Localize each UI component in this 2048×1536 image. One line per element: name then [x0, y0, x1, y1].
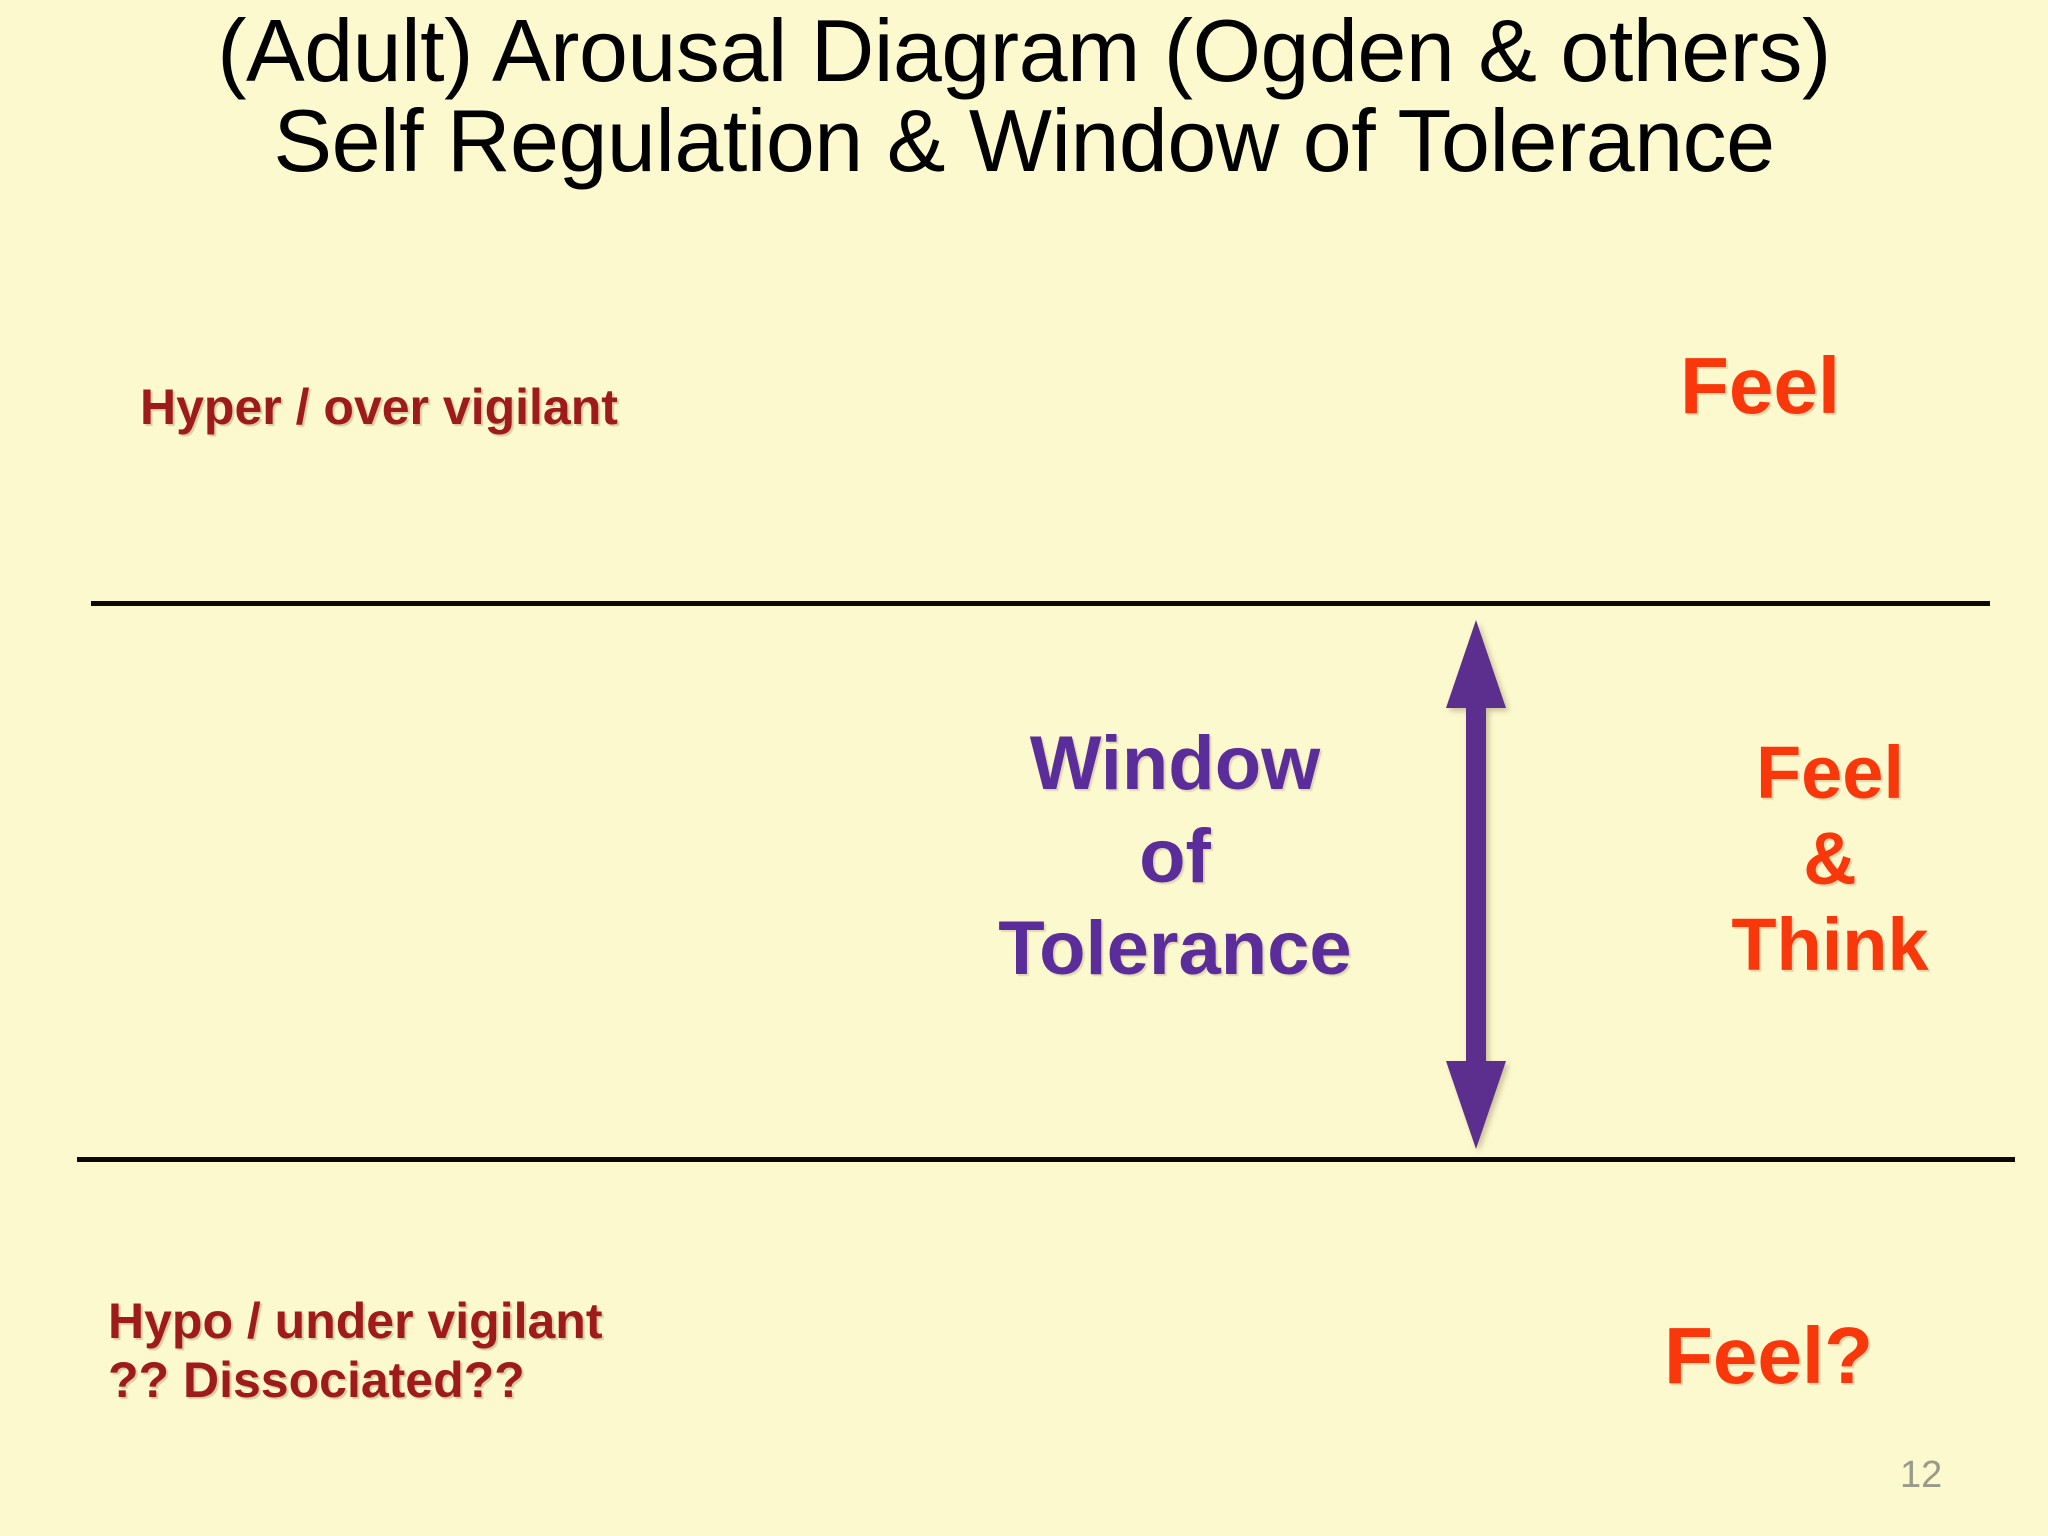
- hypo-label-line-1: Hypo / under vigilant: [108, 1293, 603, 1349]
- window-of-tolerance-label: Window of Tolerance: [895, 718, 1455, 996]
- hypo-label-line-2: ?? Dissociated??: [108, 1352, 525, 1408]
- wot-line-2: of: [1139, 813, 1211, 899]
- wot-line-1: Window: [1029, 721, 1321, 806]
- hyper-response-feel: Feel: [1680, 341, 1841, 430]
- upper-threshold-line: [91, 601, 1990, 606]
- hypo-response-feel-question: Feel?: [1664, 1311, 1873, 1400]
- feel-think-line-2: &: [1803, 816, 1857, 900]
- wot-line-3: Tolerance: [998, 906, 1352, 992]
- lower-threshold-line: [77, 1157, 2015, 1162]
- page-title: (Adult) Arousal Diagram (Ogden & others)…: [0, 6, 2048, 186]
- double-headed-vertical-arrow-icon: [1420, 612, 1540, 1157]
- feel-think-line-1: Feel: [1755, 731, 1905, 814]
- window-response-feel-and-think: Feel & Think: [1700, 730, 1960, 987]
- page-number: 12: [1900, 1454, 1943, 1496]
- title-line-1: (Adult) Arousal Diagram (Ogden & others): [217, 1, 1831, 100]
- hyper-arousal-label: Hyper / over vigilant: [140, 379, 618, 435]
- hypo-arousal-label: Hypo / under vigilant ?? Dissociated??: [108, 1292, 602, 1410]
- feel-think-line-3: Think: [1731, 902, 1929, 986]
- title-line-2: Self Regulation & Window of Tolerance: [273, 90, 1775, 190]
